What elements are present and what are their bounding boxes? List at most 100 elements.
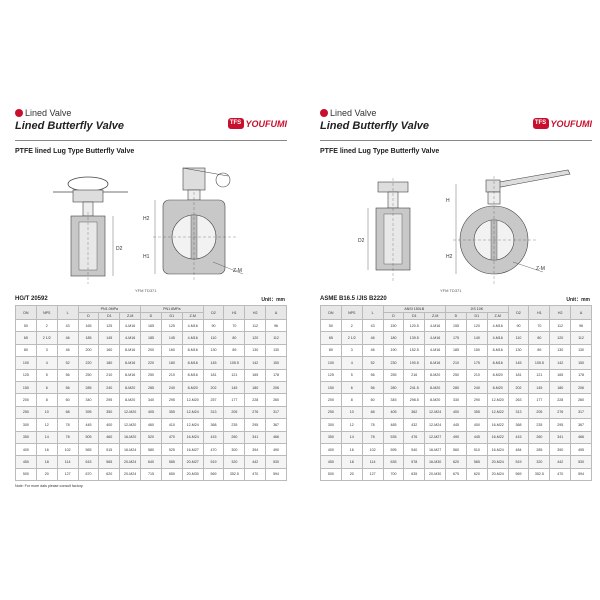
table-cell: 52 xyxy=(361,356,384,370)
table-cell: 12 xyxy=(340,418,363,432)
table-cell: 4-M16 xyxy=(424,331,447,345)
table-cell: 150 xyxy=(382,318,405,333)
table-cell: 594 xyxy=(570,467,592,482)
table-cell: 295 xyxy=(244,418,267,432)
table-cell: 490 xyxy=(445,430,467,444)
table-cell: 12-M24 xyxy=(424,418,447,432)
logo-mark-icon: TFS xyxy=(532,118,549,129)
table-cell: 150 xyxy=(465,343,488,358)
table-cell: 152.5 xyxy=(403,343,426,358)
table-cell: 495 xyxy=(570,442,592,457)
table-cell: 405 xyxy=(140,405,162,420)
table-cell: 8-M20 xyxy=(424,368,447,382)
column-subheader: Z-M xyxy=(181,312,204,320)
table-cell: 276 xyxy=(549,405,572,420)
drawing-label: Z-M xyxy=(536,266,545,272)
table-cell: 20-M24 xyxy=(119,467,142,482)
table-cell: 56 xyxy=(361,380,384,395)
table-cell: 466 xyxy=(265,430,287,444)
table-cell: 16-M24 xyxy=(119,442,142,457)
table-cell: 519 xyxy=(202,455,225,469)
table-cell: 298.5 xyxy=(403,393,426,407)
table-cell: 569 xyxy=(507,467,530,482)
column-header: L xyxy=(361,305,384,320)
table-cell: 350 xyxy=(98,405,121,420)
table-cell: 445 xyxy=(445,418,467,432)
table-cell: 565 xyxy=(465,455,488,469)
table-cell: 60 xyxy=(56,393,79,407)
table-cell: 432 xyxy=(403,418,426,432)
product-subtitle: PTFE lined Lug Type Butterfly Valve xyxy=(15,148,135,155)
table-cell: 362 xyxy=(403,405,426,420)
table-cell: 3 xyxy=(340,343,363,358)
table-cell: 96 xyxy=(570,318,592,333)
table-cell: 145 xyxy=(202,356,225,370)
table-cell: 56 xyxy=(361,368,384,382)
table-cell: 476 xyxy=(403,430,426,444)
table-cell: 4 xyxy=(35,356,58,370)
table-cell: 6 xyxy=(340,380,363,395)
column-subheader: D1 xyxy=(465,312,488,320)
table-cell: 121 xyxy=(223,368,246,382)
table-cell: 5 xyxy=(35,368,58,382)
table-cell: 675 xyxy=(445,467,467,482)
table-cell: 20-M24 xyxy=(486,455,509,469)
table-cell: 46 xyxy=(361,331,384,345)
table-cell: 200 xyxy=(140,343,162,358)
table-cell: 300 xyxy=(15,418,37,432)
table-cell: 485 xyxy=(382,418,405,432)
column-header: D2 xyxy=(202,305,225,320)
table-cell: 16-M24 xyxy=(181,430,204,444)
table-cell: 145 xyxy=(98,331,121,345)
table-cell: 202 xyxy=(202,380,225,395)
table-cell: 145 xyxy=(507,356,530,370)
table-cell: 460 xyxy=(98,430,121,444)
table-cell: 415 xyxy=(202,430,225,444)
table-cell: 125 xyxy=(160,318,183,333)
table-cell: 585 xyxy=(160,455,183,469)
table-cell: 89 xyxy=(223,343,246,358)
table-cell: 139.5 xyxy=(403,331,426,345)
table-cell: 8-M16 xyxy=(181,356,204,370)
table-cell: 120 xyxy=(549,331,572,345)
table-cell: 65 xyxy=(320,331,342,345)
table-cell: 8-M20 xyxy=(119,380,142,395)
table-cell: 110 xyxy=(507,331,530,345)
drawing-label: H2 xyxy=(446,254,453,260)
category-label: Lined Valve xyxy=(320,108,376,118)
table-cell: 8-M16 xyxy=(119,368,142,382)
table-cell: 12-M20 xyxy=(119,405,142,420)
table-cell: 470 xyxy=(202,442,225,457)
table-cell: 4-M16 xyxy=(119,331,142,345)
table-cell: 20-M24 xyxy=(486,467,509,482)
table-cell: 470 xyxy=(244,467,267,482)
column-subheader: D1 xyxy=(160,312,183,320)
table-cell: 178 xyxy=(265,368,287,382)
table-cell: 89 xyxy=(528,343,551,358)
table-cell: 130 xyxy=(244,343,267,358)
table-cell: 635 xyxy=(382,455,405,469)
table-cell: 16-M22 xyxy=(486,418,509,432)
table-cell: 595 xyxy=(382,442,405,457)
table-cell: 2 1/2 xyxy=(35,331,58,345)
table-cell: 150 xyxy=(570,356,592,370)
table-cell: 241.5 xyxy=(403,380,426,395)
table-cell: 206 xyxy=(570,380,592,395)
page-title: Lined Butterfly Valve xyxy=(320,120,430,132)
table-cell: 78 xyxy=(361,430,384,444)
table-cell: 4-M16 xyxy=(181,318,204,333)
table-cell: 445 xyxy=(77,418,100,432)
table-cell: 350 xyxy=(320,430,342,444)
table-cell: 300 xyxy=(223,442,246,457)
table-cell: 8-M16 xyxy=(181,368,204,382)
